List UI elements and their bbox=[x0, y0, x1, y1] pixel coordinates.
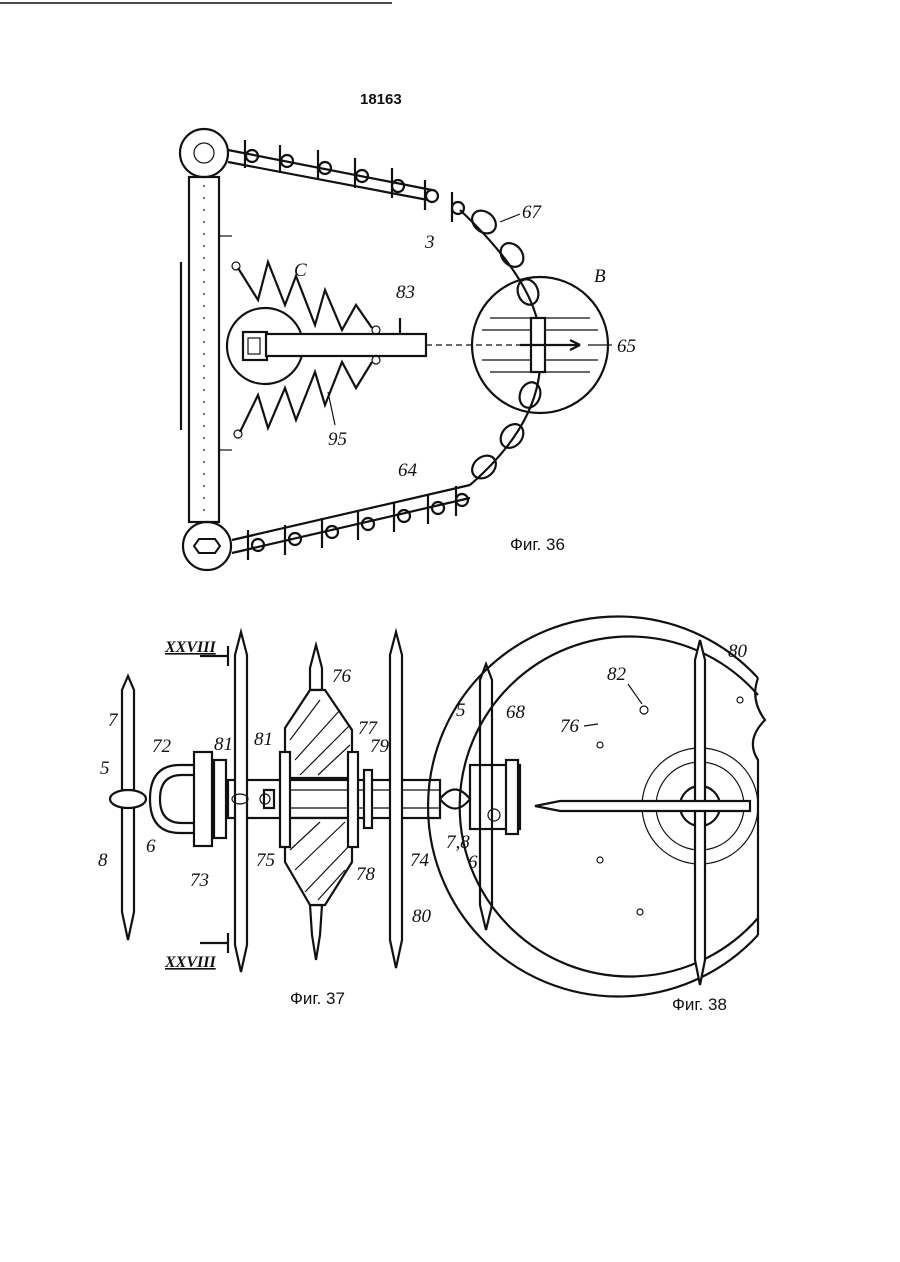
link-5-left bbox=[110, 790, 146, 808]
spike-vertical bbox=[695, 640, 705, 985]
caption-fig-36: Фиг. 36 bbox=[510, 535, 565, 554]
spike-inner-right bbox=[390, 632, 402, 968]
figure-38: 82 80 76 Фиг. 38 bbox=[428, 617, 765, 1014]
section-mark-bottom: XXVIII bbox=[164, 954, 216, 971]
section-mark-top: XXVIII bbox=[164, 639, 216, 656]
label-3: 3 bbox=[424, 232, 435, 253]
vertical-frame bbox=[189, 177, 219, 522]
hub-78 bbox=[285, 818, 352, 905]
label-8: 8 bbox=[98, 850, 108, 871]
hub-washer-left bbox=[280, 752, 290, 847]
label-82: 82 bbox=[607, 664, 627, 685]
label-78-small: 7,8 bbox=[446, 832, 470, 853]
page-number: 18163 bbox=[360, 91, 402, 108]
figure-36: 67 3 C 83 B 65 95 64 Фиг. 36 bbox=[180, 129, 636, 570]
hub-washer-right bbox=[348, 752, 358, 847]
clamp-bolt-73 bbox=[194, 752, 212, 846]
top-pulley-hub bbox=[194, 143, 214, 163]
label-79: 79 bbox=[370, 736, 390, 757]
spring-lower bbox=[240, 362, 372, 432]
label-67: 67 bbox=[522, 202, 543, 223]
figure-37: XXVIII XXVIII bbox=[98, 632, 526, 1008]
spike-65 bbox=[520, 340, 580, 350]
caption-fig-37: Фиг. 37 bbox=[290, 989, 345, 1008]
label-73: 73 bbox=[190, 870, 209, 891]
label-76-fig38: 76 bbox=[560, 716, 580, 737]
label-65: 65 bbox=[617, 336, 636, 357]
caption-fig-38: Фиг. 38 bbox=[672, 995, 727, 1014]
label-80: 80 bbox=[412, 906, 432, 927]
label-5-left: 5 bbox=[100, 758, 110, 779]
disc-break-line bbox=[753, 678, 765, 935]
label-74: 74 bbox=[410, 850, 430, 871]
link-ring-right bbox=[440, 790, 470, 809]
spike-top-center bbox=[310, 645, 322, 690]
rod-clamp bbox=[243, 332, 267, 360]
label-81-a: 81 bbox=[214, 734, 233, 755]
chain-upper bbox=[228, 140, 464, 222]
label-95: 95 bbox=[328, 429, 347, 450]
label-6-left: 6 bbox=[146, 836, 156, 857]
top-pulley bbox=[180, 129, 228, 177]
spike-bottom-center bbox=[310, 905, 322, 960]
label-68: 68 bbox=[506, 702, 526, 723]
hole-82 bbox=[640, 706, 648, 714]
label-80-fig38: 80 bbox=[728, 641, 748, 662]
spike-inner-left bbox=[235, 632, 247, 972]
label-c: C bbox=[294, 260, 307, 281]
bottom-pulley-nut bbox=[194, 539, 220, 553]
label-81-b: 81 bbox=[254, 729, 273, 750]
label-75: 75 bbox=[256, 850, 275, 871]
label-76: 76 bbox=[332, 666, 352, 687]
rod-83 bbox=[266, 334, 426, 356]
label-83: 83 bbox=[396, 282, 415, 303]
flange-79 bbox=[364, 770, 372, 828]
label-78: 78 bbox=[356, 864, 376, 885]
label-72: 72 bbox=[152, 736, 172, 757]
label-64: 64 bbox=[398, 460, 418, 481]
chain-lower bbox=[232, 485, 470, 560]
label-7: 7 bbox=[108, 710, 119, 731]
label-b: B bbox=[594, 266, 606, 287]
spike-horizontal bbox=[535, 801, 750, 811]
bolt-81 bbox=[264, 790, 274, 808]
